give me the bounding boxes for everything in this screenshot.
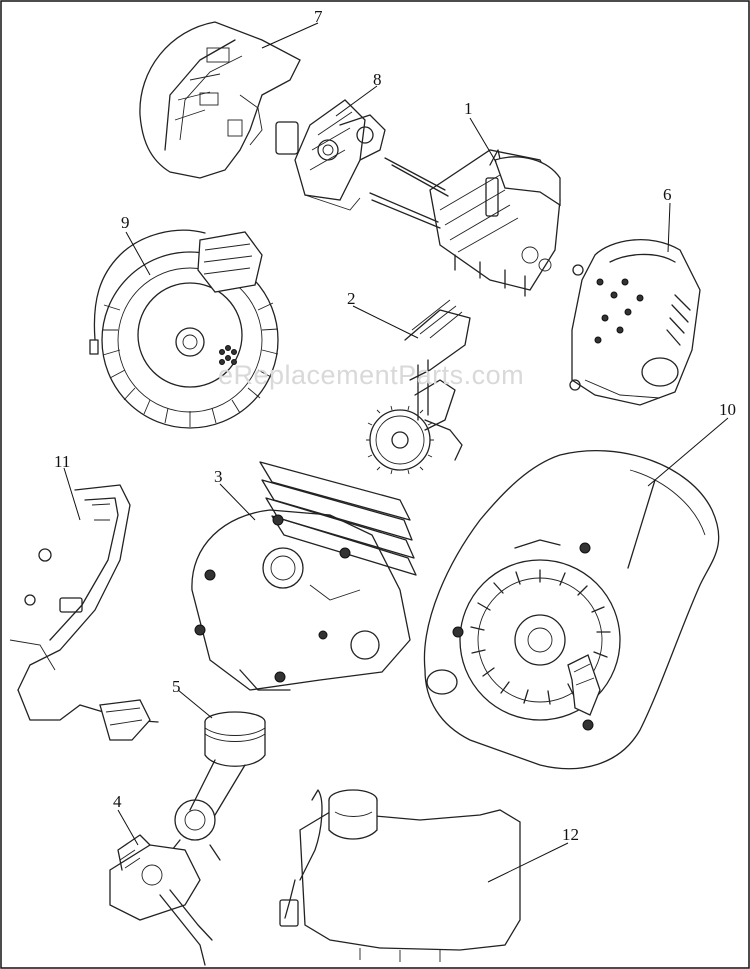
callout-9: 9 xyxy=(121,213,151,276)
svg-text:12: 12 xyxy=(562,825,579,844)
callout-7: 7 xyxy=(261,7,323,49)
callout-4: 4 xyxy=(113,792,139,846)
svg-text:1: 1 xyxy=(464,99,473,118)
part-9-flywheel[interactable] xyxy=(89,229,279,429)
part-7-upper-cover[interactable] xyxy=(139,21,301,179)
part-8-carburetor[interactable] xyxy=(275,99,386,211)
callout-5: 5 xyxy=(172,677,213,719)
svg-text:11: 11 xyxy=(54,452,70,471)
callout-6: 6 xyxy=(663,185,672,253)
part-2-valve-train[interactable] xyxy=(366,299,471,475)
part-10-starter-housing[interactable] xyxy=(423,450,720,770)
part-11-throttle-control[interactable] xyxy=(9,484,159,741)
svg-text:10: 10 xyxy=(719,400,736,419)
watermark-text: eReplacementParts.com xyxy=(218,360,524,390)
part-12-fuel-tank[interactable] xyxy=(279,789,521,962)
callout-10: 10 xyxy=(647,400,736,487)
svg-text:5: 5 xyxy=(172,677,181,696)
svg-text:9: 9 xyxy=(121,213,130,232)
callout-2: 2 xyxy=(347,289,419,339)
part-6-muffler-cover[interactable] xyxy=(569,239,701,406)
callout-11: 11 xyxy=(54,452,81,521)
part-4-crankshaft[interactable] xyxy=(109,834,213,966)
part-3-crankcase[interactable] xyxy=(191,461,417,691)
part-1-cylinder-head[interactable] xyxy=(369,149,561,297)
part-5-piston-rod[interactable] xyxy=(171,711,266,861)
callout-3: 3 xyxy=(214,467,256,521)
svg-text:2: 2 xyxy=(347,289,356,308)
callout-12: 12 xyxy=(487,825,579,883)
svg-text:7: 7 xyxy=(314,7,323,26)
svg-text:8: 8 xyxy=(373,70,382,89)
svg-text:4: 4 xyxy=(113,792,122,811)
svg-text:6: 6 xyxy=(663,185,672,204)
svg-text:3: 3 xyxy=(214,467,223,486)
callout-1: 1 xyxy=(464,99,497,163)
callout-8: 8 xyxy=(335,70,382,117)
